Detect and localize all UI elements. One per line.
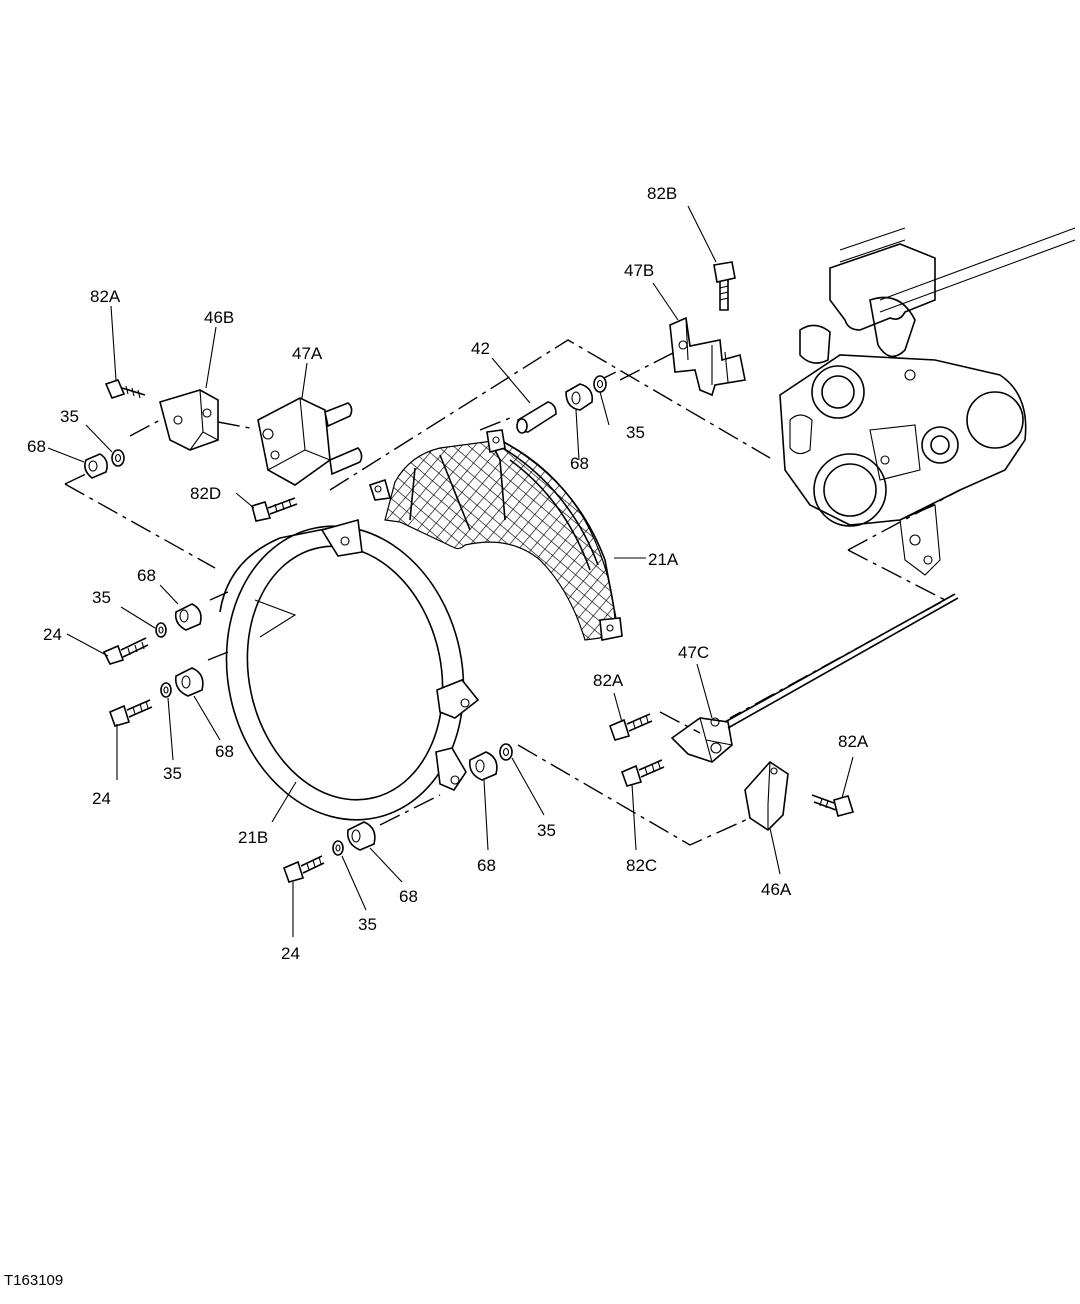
callout-35: 35 <box>626 423 645 442</box>
bolt-82B <box>713 261 736 311</box>
fasteners <box>84 375 855 883</box>
callout-35: 35 <box>60 407 79 426</box>
callout-68: 68 <box>399 887 418 906</box>
callout-82D: 82D <box>190 484 221 503</box>
callout-46A: 46A <box>761 880 792 899</box>
fan-shroud-ring-21B <box>219 518 480 821</box>
callout-35: 35 <box>163 764 182 783</box>
callout-24: 24 <box>92 789 111 808</box>
callout-47A: 47A <box>292 344 323 363</box>
callout-47C: 47C <box>678 643 709 662</box>
spacer-42 <box>516 401 557 434</box>
callout-68: 68 <box>137 566 156 585</box>
callout-35: 35 <box>358 915 377 934</box>
callout-68: 68 <box>477 856 496 875</box>
bracket-47B <box>669 316 746 397</box>
callout-47B: 47B <box>624 261 654 280</box>
callout-24: 24 <box>43 625 62 644</box>
callout-82C: 82C <box>626 856 657 875</box>
callout-35: 35 <box>92 588 111 607</box>
bracket-47C <box>670 593 959 763</box>
callout-82A: 82A <box>90 287 121 306</box>
callout-68: 68 <box>27 437 46 456</box>
assembly-centerlines <box>64 339 961 846</box>
callout-82A: 82A <box>838 732 869 751</box>
callout-46B: 46B <box>204 308 234 327</box>
callout-35: 35 <box>537 821 556 840</box>
bracket-46B <box>159 389 219 451</box>
callout-42: 42 <box>471 339 490 358</box>
callout-68: 68 <box>215 742 234 761</box>
callout-82A: 82A <box>593 671 624 690</box>
bracket-47A <box>257 397 363 486</box>
figure-id: T163109 <box>4 1272 64 1289</box>
callout-labels: 82B 47B 82A 46B 47A 42 35 68 35 68 82D 2… <box>27 184 869 963</box>
callout-21A: 21A <box>648 550 679 569</box>
leader-lines <box>47 205 854 937</box>
engine-block <box>779 227 1076 576</box>
bracket-46A <box>744 760 789 832</box>
callout-68: 68 <box>570 454 589 473</box>
callout-82B: 82B <box>647 184 677 203</box>
fan-guard-mesh-21A <box>368 429 623 641</box>
callout-21B: 21B <box>238 828 268 847</box>
callout-24: 24 <box>281 944 300 963</box>
